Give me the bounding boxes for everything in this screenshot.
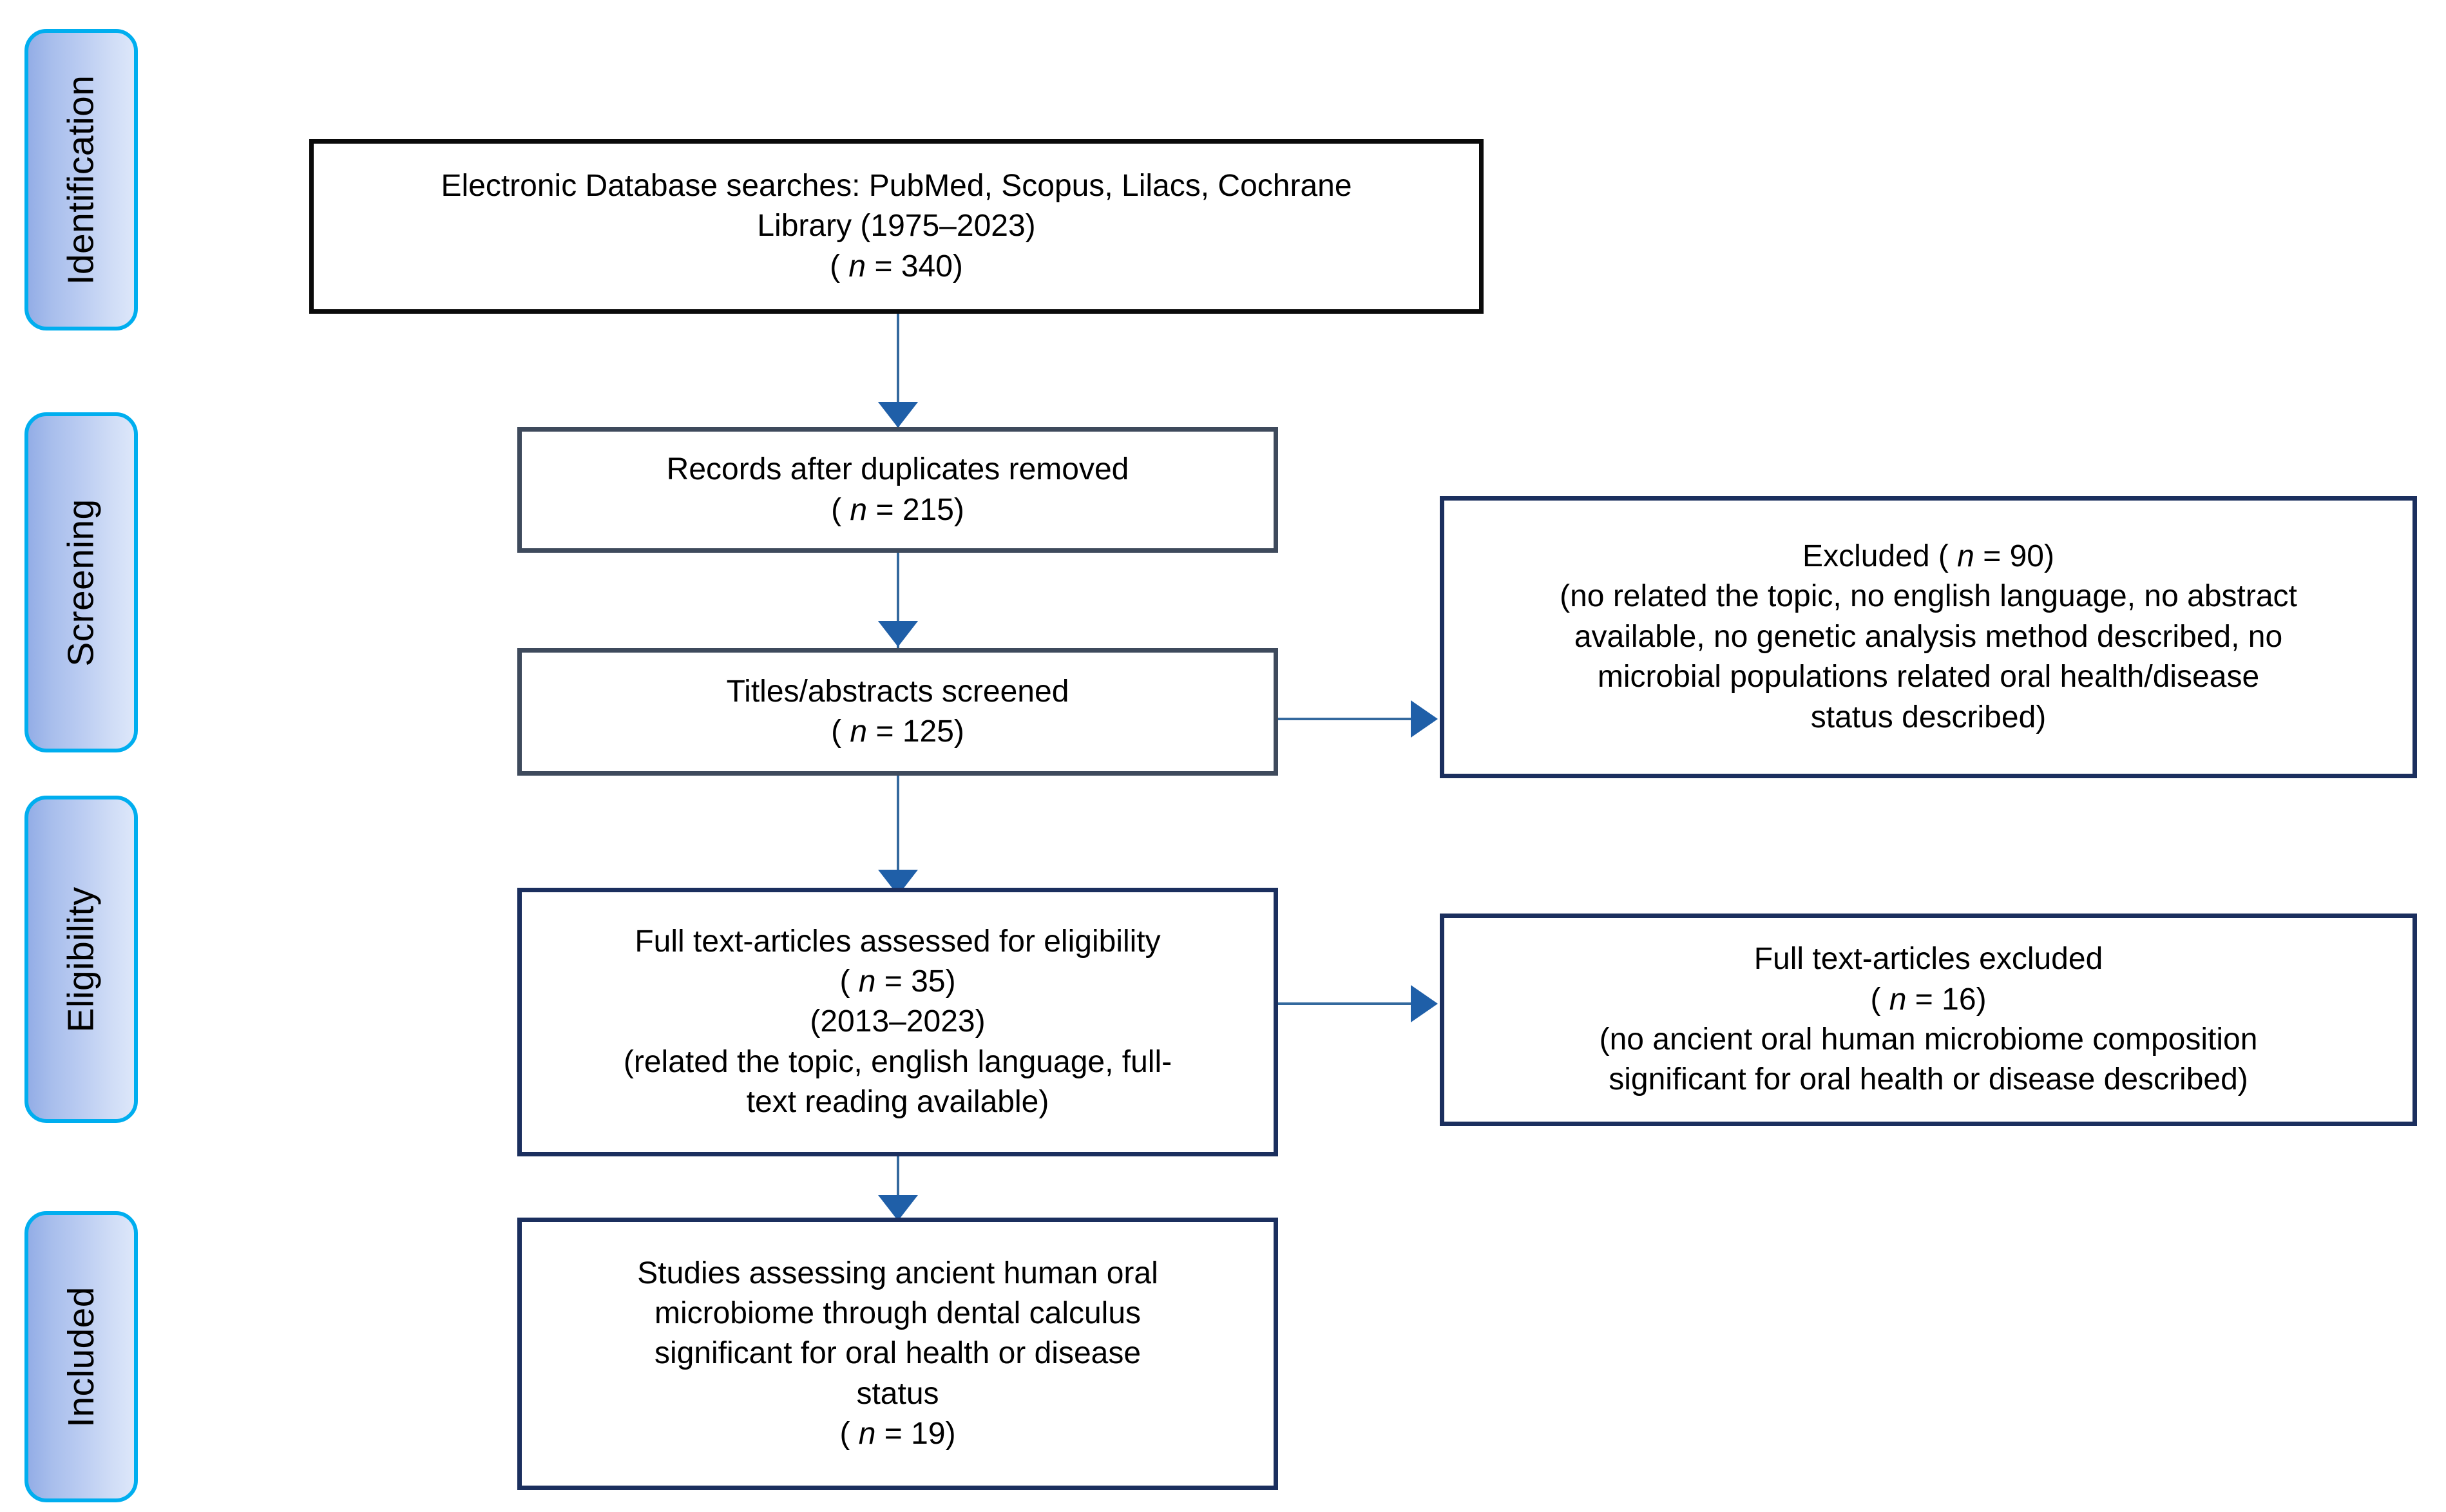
connector-eligibility-to-included bbox=[897, 1156, 899, 1222]
box-excluded-screening-line-4: microbial populations related oral healt… bbox=[1597, 660, 2260, 694]
count-value: = 35) bbox=[875, 964, 956, 999]
count-value: = 215) bbox=[867, 492, 964, 527]
count-n-symbol: n bbox=[858, 964, 876, 999]
connector-screened-to-eligibility bbox=[897, 776, 899, 898]
count-n-symbol: n bbox=[850, 714, 868, 749]
count-open-paren: ( bbox=[831, 492, 850, 527]
stage-label-screening: Screening bbox=[60, 498, 102, 667]
connector-duplicates-to-screened bbox=[897, 553, 899, 648]
box-eligibility-line-4: (related the topic, english language, fu… bbox=[623, 1044, 1172, 1079]
box-excluded-fulltext-line-4: significant for oral health or disease d… bbox=[1609, 1062, 2248, 1097]
box-eligibility-line-3: (2013–2023) bbox=[810, 1004, 986, 1039]
box-titles-abstracts-screened: Titles/abstracts screened ( n = 125) bbox=[517, 648, 1278, 776]
box-excluded-screening-count: Excluded ( n = 90) bbox=[1802, 537, 2054, 577]
arrowhead-eligibility-to-included bbox=[878, 1195, 918, 1221]
box-excluded-screening: Excluded ( n = 90) (no related the topic… bbox=[1440, 496, 2417, 778]
count-n-symbol: n bbox=[850, 492, 868, 527]
count-value: = 19) bbox=[875, 1417, 956, 1451]
stage-badge-included: Included bbox=[24, 1211, 138, 1502]
box-duplicates-count: ( n = 215) bbox=[831, 490, 964, 530]
arrowhead-duplicates-to-screened bbox=[878, 621, 918, 647]
box-records-after-duplicates: Records after duplicates removed ( n = 2… bbox=[517, 427, 1278, 553]
arrowhead-screened-to-excluded bbox=[1411, 700, 1438, 738]
connector-identification-to-duplicates bbox=[897, 314, 899, 430]
box-excluded-screening-line-2: (no related the topic, no english langua… bbox=[1560, 579, 2297, 614]
excluded-label-prefix: Excluded ( bbox=[1802, 539, 1958, 574]
connector-eligibility-to-excluded bbox=[1278, 1002, 1415, 1005]
box-excluded-screening-line-3: available, no genetic analysis method de… bbox=[1574, 619, 2283, 654]
box-identification-searches: Electronic Database searches: PubMed, Sc… bbox=[309, 139, 1484, 314]
count-open-paren: ( bbox=[839, 1417, 859, 1451]
box-included-count: ( n = 19) bbox=[839, 1414, 955, 1454]
box-excluded-fulltext-line-3: (no ancient oral human microbiome compos… bbox=[1599, 1022, 2258, 1057]
box-included-studies: Studies assessing ancient human oral mic… bbox=[517, 1218, 1278, 1490]
box-excluded-screening-line-5: status described) bbox=[1810, 700, 2047, 734]
count-open-paren: ( bbox=[831, 714, 850, 749]
box-included-line-3: significant for oral health or disease bbox=[654, 1336, 1142, 1371]
stage-label-identification: Identification bbox=[60, 75, 102, 285]
box-eligibility-line-1: Full text-articles assessed for eligibil… bbox=[635, 924, 1161, 959]
count-value: = 125) bbox=[867, 714, 964, 749]
box-identification-line-2: Library (1975–2023) bbox=[757, 209, 1036, 244]
count-n-symbol: n bbox=[1957, 539, 1974, 574]
count-n-symbol: n bbox=[848, 249, 866, 283]
box-eligibility-line-5: text reading available) bbox=[746, 1085, 1049, 1120]
count-open-paren: ( bbox=[830, 249, 849, 283]
box-fulltext-assessed-eligibility: Full text-articles assessed for eligibil… bbox=[517, 888, 1278, 1156]
count-n-symbol: n bbox=[1889, 982, 1907, 1017]
box-duplicates-line-1: Records after duplicates removed bbox=[666, 452, 1129, 487]
arrowhead-identification-to-duplicates bbox=[878, 402, 918, 428]
arrowhead-eligibility-to-excluded bbox=[1411, 985, 1438, 1022]
count-n-symbol: n bbox=[858, 1417, 876, 1451]
count-open-paren: ( bbox=[839, 964, 859, 999]
box-screened-count: ( n = 125) bbox=[831, 712, 964, 752]
box-eligibility-count: ( n = 35) bbox=[839, 962, 955, 1002]
count-value: = 16) bbox=[1906, 982, 1987, 1017]
box-included-line-1: Studies assessing ancient human oral bbox=[637, 1256, 1158, 1290]
box-included-line-2: microbiome through dental calculus bbox=[654, 1296, 1142, 1330]
connector-screened-to-excluded bbox=[1278, 718, 1415, 720]
stage-label-included: Included bbox=[60, 1286, 102, 1428]
count-value: = 340) bbox=[866, 249, 963, 283]
count-value: = 90) bbox=[1974, 539, 2054, 574]
box-excluded-fulltext-line-1: Full text-articles excluded bbox=[1753, 942, 2103, 977]
stage-badge-eligibility: Eligibility bbox=[24, 796, 138, 1123]
box-included-line-4: status bbox=[856, 1376, 939, 1411]
box-excluded-fulltext-count: ( n = 16) bbox=[1870, 980, 1986, 1020]
stage-badge-identification: Identification bbox=[24, 29, 138, 330]
box-excluded-fulltext: Full text-articles excluded ( n = 16) (n… bbox=[1440, 914, 2417, 1126]
box-screened-line-1: Titles/abstracts screened bbox=[726, 674, 1069, 709]
stage-label-eligibility: Eligibility bbox=[60, 886, 102, 1033]
stage-badge-screening: Screening bbox=[24, 412, 138, 752]
count-open-paren: ( bbox=[1870, 982, 1889, 1017]
box-identification-count: ( n = 340) bbox=[830, 247, 963, 287]
box-identification-line-1: Electronic Database searches: PubMed, Sc… bbox=[441, 168, 1352, 203]
